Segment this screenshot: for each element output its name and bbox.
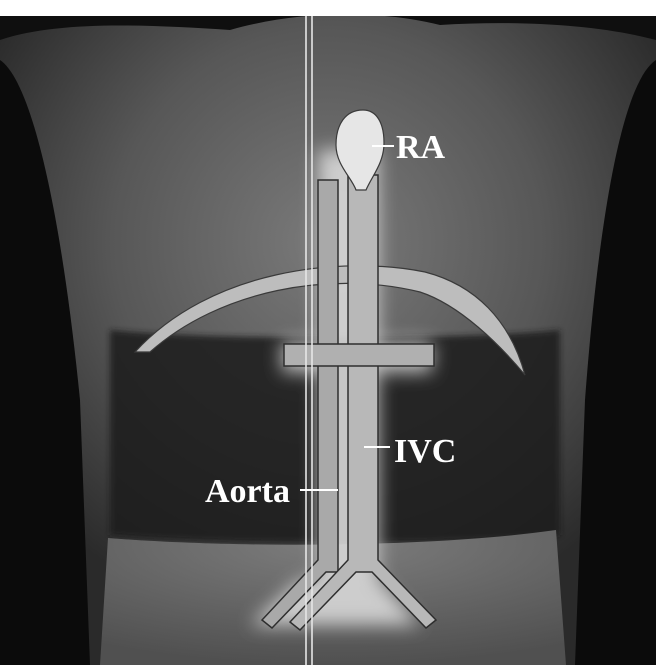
ivc-label: IVC — [394, 433, 456, 470]
ra-label: RA — [396, 129, 446, 166]
aorta-label: Aorta — [205, 473, 290, 510]
top-border — [0, 0, 656, 16]
